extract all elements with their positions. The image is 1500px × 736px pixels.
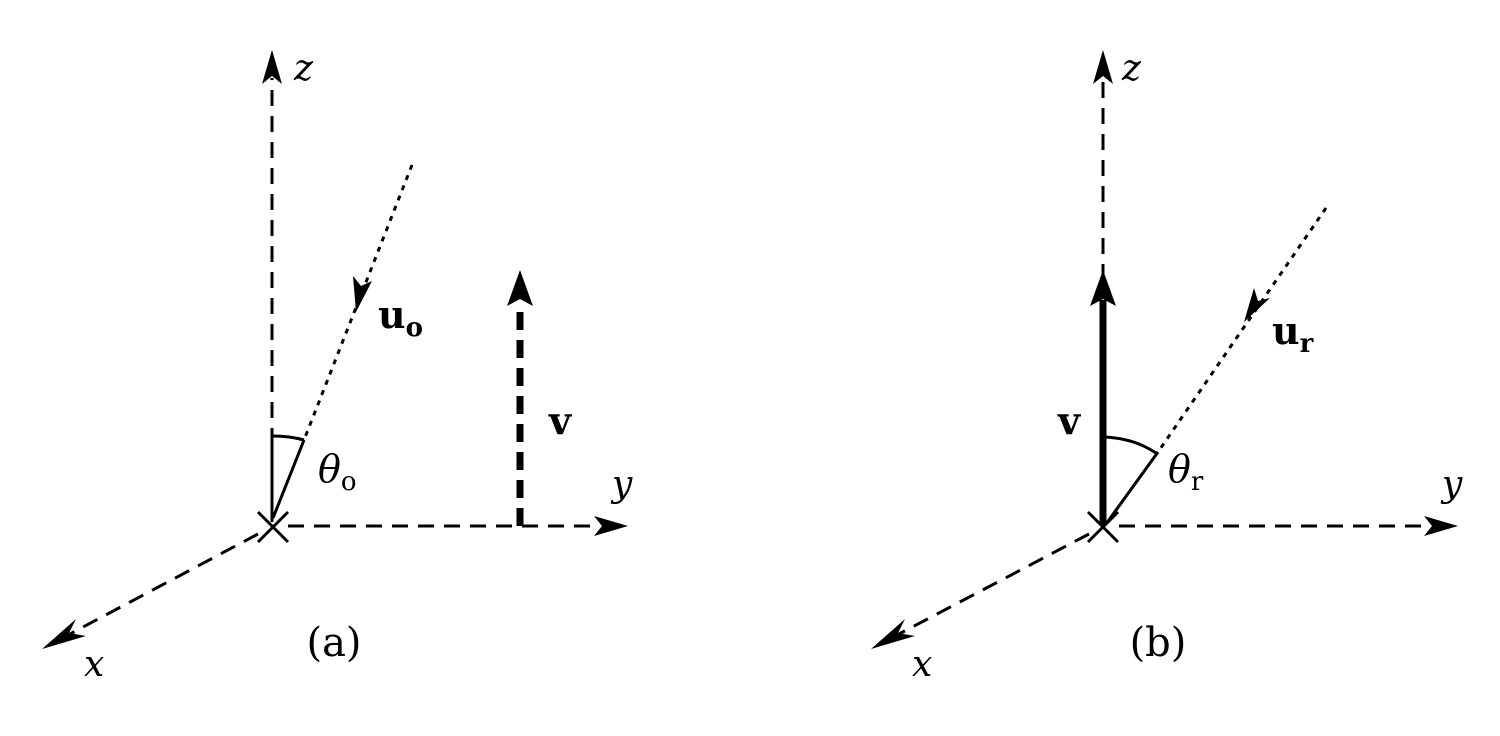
- caption-b: (b): [1130, 620, 1187, 666]
- velocity-vector-label-a: v: [548, 398, 573, 443]
- observer-vector-label-b: ur: [1272, 308, 1314, 359]
- y-axis-b: [1119, 516, 1458, 536]
- z-axis-label-a: z: [293, 48, 314, 89]
- observer-vector-symbol-a: u: [378, 292, 406, 337]
- angle-arc-a: [270, 434, 305, 522]
- observer-vector-a: [271, 164, 414, 519]
- x-axis-a: [42, 532, 259, 649]
- origin-marker-b: [1086, 510, 1120, 544]
- panel-b: z y x v ur: [871, 48, 1463, 685]
- angle-label-b: θr: [1168, 447, 1204, 497]
- angle-label-a: θo: [318, 447, 357, 497]
- velocity-vector-b: [1090, 270, 1116, 526]
- x-axis-b: [871, 532, 1090, 649]
- y-axis-label-a: y: [610, 464, 633, 505]
- observer-vector-subscript-b: r: [1300, 329, 1314, 359]
- angle-subscript-a: o: [341, 467, 357, 497]
- z-axis-a: [262, 50, 282, 522]
- angle-symbol-b: θ: [1168, 447, 1191, 491]
- observer-vector-b: [1104, 207, 1328, 525]
- observer-vector-subscript-a: o: [406, 313, 423, 343]
- angle-arc-b: [1102, 435, 1157, 455]
- velocity-vector-a: [507, 270, 533, 526]
- z-axis-label-b: z: [1121, 48, 1142, 89]
- y-axis-a: [288, 516, 628, 536]
- x-axis-label-b: x: [912, 644, 932, 685]
- observer-vector-label-a: uo: [378, 292, 423, 343]
- angle-subscript-b: r: [1191, 467, 1204, 497]
- z-axis-b: [1093, 50, 1113, 280]
- caption-a: (a): [306, 620, 361, 666]
- velocity-vector-label-b: v: [1057, 398, 1082, 443]
- panel-a: z y x uo: [42, 48, 633, 685]
- angle-symbol-a: θ: [318, 447, 341, 491]
- observer-vector-symbol-b: u: [1272, 308, 1300, 353]
- origin-marker-a: [256, 510, 290, 544]
- x-axis-label-a: x: [84, 644, 104, 685]
- y-axis-label-b: y: [1440, 464, 1463, 505]
